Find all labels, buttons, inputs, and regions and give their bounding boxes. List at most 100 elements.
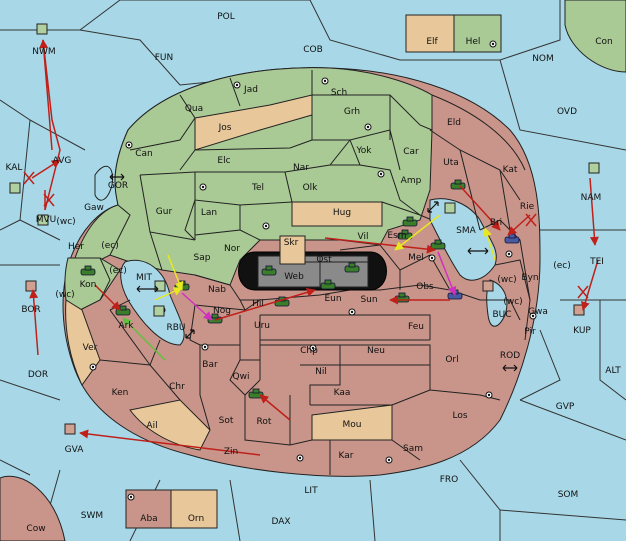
territory-label-FUN[interactable]: FUN [155,53,174,63]
territory-label-OVD[interactable]: OVD [557,107,577,117]
region-Ail[interactable] [129,399,211,451]
territory-label-Car[interactable]: Car [403,147,419,157]
territory-label-GOR[interactable]: GOR [108,181,128,191]
territory-label-Qua[interactable]: Qua [185,104,203,114]
territory-label-Yok[interactable]: Yok [355,146,372,156]
territory-label-MIT[interactable]: MIT [136,273,152,283]
territory-label-GVP[interactable]: GVP [556,402,575,412]
territory-label-Vil[interactable]: Vil [358,232,369,242]
territory-label-KAL[interactable]: KAL [6,163,23,173]
territory-label-Ver[interactable]: Ver [83,343,98,353]
territory-label-Hil[interactable]: Hil [252,299,264,309]
territory-label-DOR[interactable]: DOR [28,370,48,380]
territory-label-Ken[interactable]: Ken [112,388,129,398]
territory-label-Con[interactable]: Con [595,37,613,47]
region-Skr[interactable] [279,235,306,265]
territory-label-Rot[interactable]: Rot [257,417,272,427]
territory-label-wc1[interactable]: (wc) [56,217,75,227]
territory-label-ec3[interactable]: (ec) [553,261,571,271]
territory-label-Cow[interactable]: Cow [26,524,45,534]
territory-label-wc3[interactable]: (wc) [497,275,516,285]
territory-label-RBU[interactable]: RBU [166,323,185,333]
territory-label-Bar[interactable]: Bar [202,360,218,370]
territory-label-MVU[interactable]: MVU [36,215,57,225]
territory-label-Nar[interactable]: Nar [293,163,309,173]
territory-label-Hug[interactable]: Hug [333,208,351,218]
territory-label-wc2[interactable]: (wc) [55,290,74,300]
territory-label-Lan[interactable]: Lan [201,208,217,218]
territory-label-SOM[interactable]: SOM [558,490,579,500]
territory-label-Nog[interactable]: Nog [213,306,231,316]
territory-label-Sch[interactable]: Sch [331,88,347,98]
region-Hug[interactable] [291,201,383,227]
region-Orn[interactable] [170,489,218,529]
territory-label-Elc[interactable]: Elc [217,156,230,166]
territory-label-Kaa[interactable]: Kaa [334,388,351,398]
territory-label-Elf[interactable]: Elf [426,37,438,47]
territory-label-ALT[interactable]: ALT [605,366,621,376]
sea-MIT-RBU[interactable] [120,259,185,346]
territory-label-FRO[interactable]: FRO [440,475,459,485]
territory-label-AVG[interactable]: AVG [53,156,72,166]
territory-label-Can[interactable]: Can [135,149,153,159]
territory-label-Pir[interactable]: Pir [524,327,536,337]
territory-label-SMA[interactable]: SMA [456,226,476,236]
territory-label-Gaw[interactable]: Gaw [84,203,104,213]
territory-label-Uta[interactable]: Uta [443,158,459,168]
sea-BUC[interactable] [486,279,508,327]
territory-label-Olk[interactable]: Olk [303,183,319,193]
territory-label-Mou[interactable]: Mou [343,420,362,430]
territory-label-ec2[interactable]: (ec) [109,266,127,276]
territory-label-Obs[interactable]: Obs [416,282,434,292]
territory-label-ROD[interactable]: ROD [500,351,520,361]
sea-GOR[interactable] [94,165,114,201]
territory-label-Hel[interactable]: Hel [466,37,481,47]
territory-label-Neu[interactable]: Neu [367,346,385,356]
territory-label-Gwa[interactable]: Gwa [528,307,548,317]
territory-label-Amp[interactable]: Amp [401,176,422,186]
territory-label-KUP[interactable]: KUP [573,326,591,336]
territory-label-BUC[interactable]: BUC [492,310,511,320]
region-Elf[interactable] [405,14,455,53]
territory-label-Nil[interactable]: Nil [315,367,327,377]
territory-label-Sot[interactable]: Sot [219,416,234,426]
region-Ver[interactable] [65,299,101,386]
territory-label-Kon[interactable]: Kon [80,280,97,290]
territory-label-Ost[interactable]: Ost [316,255,332,265]
sea-SMA[interactable] [429,198,497,281]
territory-label-Eun[interactable]: Eun [324,294,341,304]
territory-label-Web[interactable]: Web [284,272,304,282]
territory-label-Orl[interactable]: Orl [445,355,458,365]
territory-label-NOM[interactable]: NOM [532,54,554,64]
territory-label-Jos[interactable]: Jos [218,123,232,133]
territory-label-Eld[interactable]: Eld [447,118,461,128]
territory-label-Uru[interactable]: Uru [254,321,270,331]
territory-label-Kat[interactable]: Kat [503,165,518,175]
territory-label-GVA[interactable]: GVA [65,445,85,455]
territory-label-Los[interactable]: Los [452,411,467,421]
territory-label-Chr[interactable]: Chr [169,382,185,392]
territory-label-Kar[interactable]: Kar [339,451,354,461]
territory-label-LIT[interactable]: LIT [304,486,318,496]
territory-label-Ail[interactable]: Ail [146,421,157,431]
territory-label-NAM[interactable]: NAM [581,193,602,203]
territory-label-TEI[interactable]: TEI [589,257,604,267]
territory-label-Qwi[interactable]: Qwi [233,372,250,382]
territory-label-Ark[interactable]: Ark [118,321,134,331]
territory-label-Jad[interactable]: Jad [243,85,258,95]
territory-label-Aba[interactable]: Aba [140,514,157,524]
territory-label-Esm[interactable]: Esm [387,231,406,241]
territory-label-Nab[interactable]: Nab [208,285,226,295]
territory-label-BOR[interactable]: BOR [21,305,40,315]
territory-label-POL[interactable]: POL [217,12,235,22]
territory-label-Feu[interactable]: Feu [408,322,424,332]
territory-label-NWM[interactable]: NWM [32,47,55,57]
territory-label-wc4[interactable]: (wc) [503,297,522,307]
territory-label-Sap[interactable]: Sap [194,253,211,263]
territory-label-Byn[interactable]: Byn [521,273,538,283]
territory-label-Skr[interactable]: Skr [284,238,299,248]
territory-label-Grh[interactable]: Grh [344,107,360,117]
territory-label-Sun[interactable]: Sun [360,295,377,305]
territory-label-SWM[interactable]: SWM [81,511,103,521]
territory-label-Rie[interactable]: Rie [520,202,535,212]
